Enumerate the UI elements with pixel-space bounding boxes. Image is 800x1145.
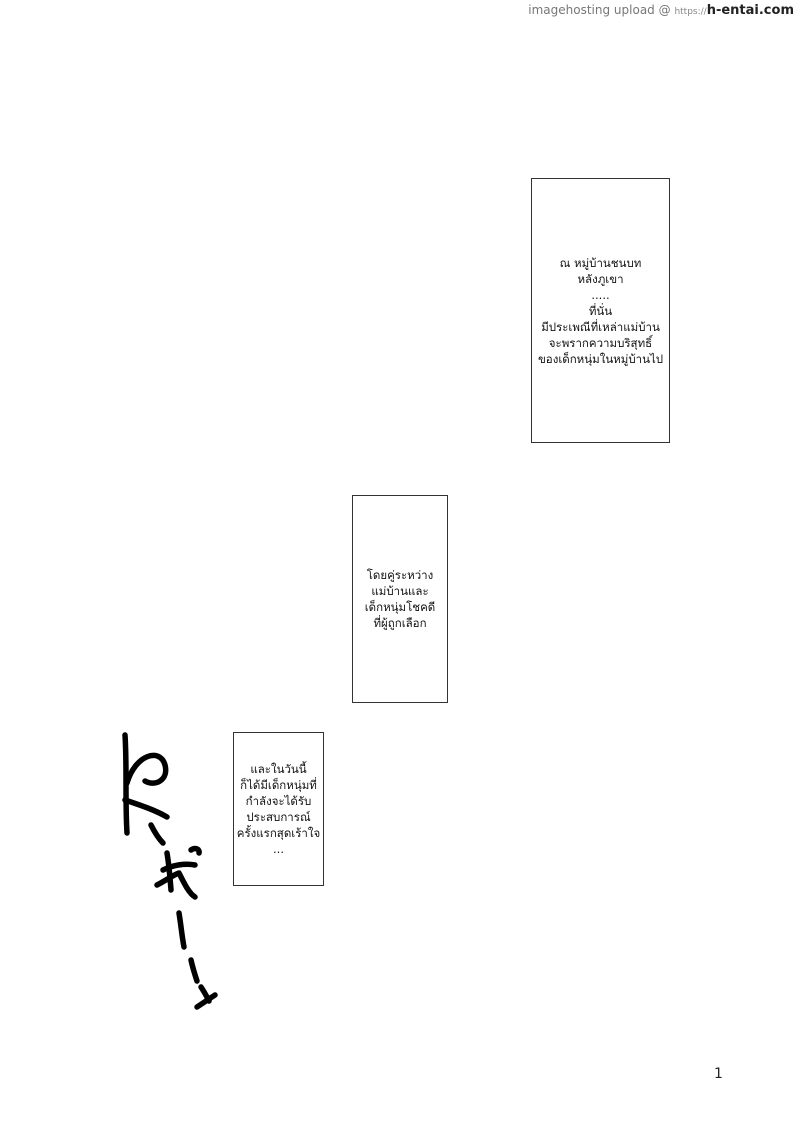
sound-effect-drawing bbox=[122, 732, 218, 1010]
watermark-domain: h-entai.com bbox=[706, 3, 794, 18]
caption-box-2: โดยคู่ระหว่าง แม่บ้านและ เด็กหนุ่มโชคดี … bbox=[352, 495, 448, 703]
watermark-prefix: https:// bbox=[674, 7, 707, 17]
caption-line: แม่บ้านและ bbox=[371, 584, 429, 598]
page-number: 1 bbox=[714, 1066, 723, 1082]
caption-line: หลังภูเขา bbox=[577, 271, 624, 286]
caption-line: ... bbox=[273, 842, 284, 856]
caption-line: เด็กหนุ่มโชคดี bbox=[364, 600, 436, 614]
caption-box-1: ณ หมู่บ้านชนบท หลังภูเขา ..... ที่นั่น ม… bbox=[531, 178, 670, 443]
caption-line: ณ หมู่บ้านชนบท bbox=[559, 255, 642, 270]
caption-line: จะพรากความบริสุทธิ์ bbox=[548, 335, 653, 350]
caption-line: ของเด็กหนุ่มในหมู่บ้านไป bbox=[537, 351, 664, 366]
caption-box-3: และในวันนี้ ก็ได้มีเด็กหนุ่มที่ กำลังจะไ… bbox=[233, 732, 324, 886]
watermark-text: imagehosting upload @ bbox=[528, 3, 671, 17]
caption-line: ที่นั่น bbox=[588, 303, 613, 318]
watermark: imagehosting upload @ https://h-entai.co… bbox=[528, 3, 794, 18]
caption-line: ประสบการณ์ bbox=[246, 810, 311, 824]
caption-line: มีประเพณีที่เหล่าแม่บ้าน bbox=[541, 319, 660, 334]
caption-line: โดยคู่ระหว่าง bbox=[366, 568, 434, 582]
caption-line: ก็ได้มีเด็กหนุ่มที่ bbox=[240, 778, 317, 792]
caption-line: กำลังจะได้รับ bbox=[245, 794, 312, 808]
caption-line: ครั้งแรกสุดเร้าใจ bbox=[236, 826, 321, 840]
caption-line: ที่ผู้ถูกเลือก bbox=[373, 616, 427, 630]
caption-line: และในวันนี้ bbox=[250, 762, 307, 776]
caption-line: ..... bbox=[591, 287, 610, 302]
